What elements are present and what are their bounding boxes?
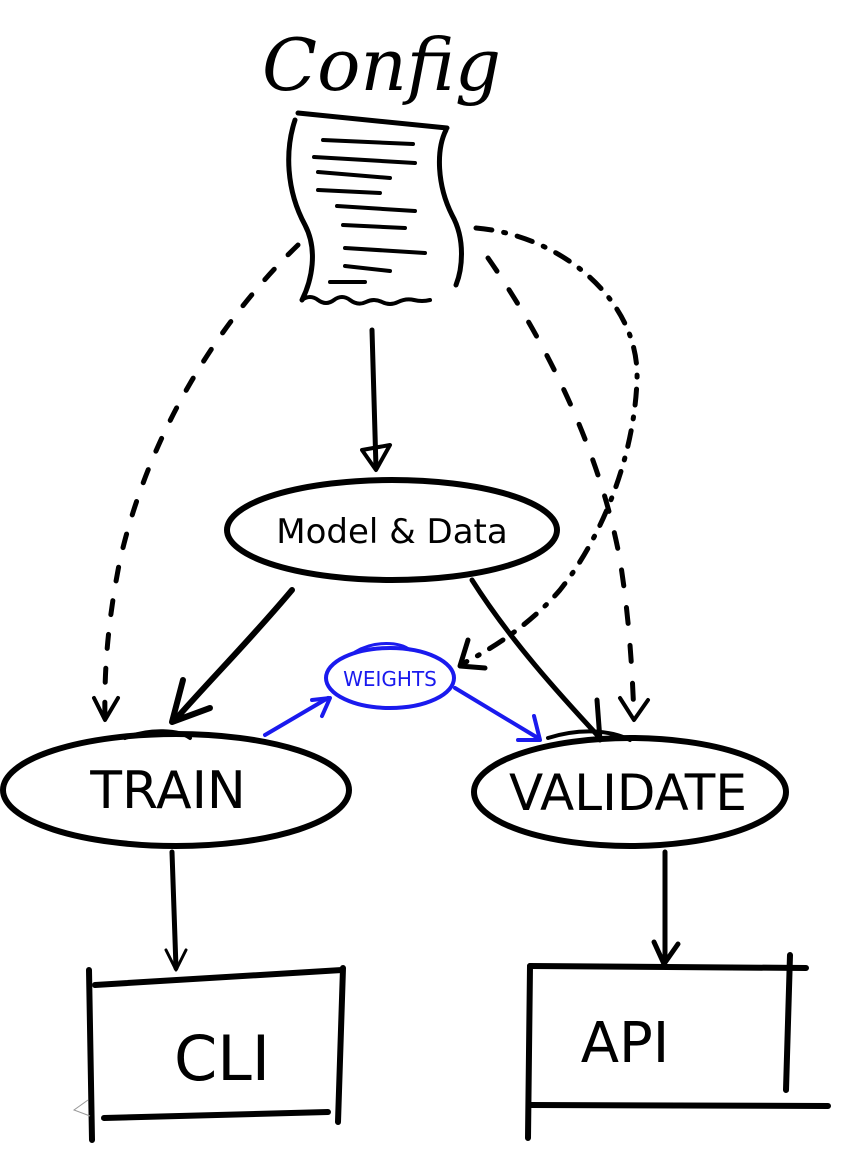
edge-weights-to-validate (453, 686, 542, 742)
weights-node[interactable]: WEIGHTS (324, 642, 456, 710)
edge-config-to-validate (485, 255, 650, 722)
edge-config-to-weights (457, 225, 640, 671)
cli-label: CLI (174, 1022, 270, 1095)
validate-node[interactable]: VALIDATE (471, 729, 789, 849)
edge-validate-to-api (651, 849, 681, 967)
edge-config-to-train (92, 242, 301, 722)
api-label: API (581, 1011, 670, 1076)
cli-node[interactable]: CLI (72, 965, 346, 1143)
model-data-label: Model & Data (276, 512, 507, 552)
train-node[interactable]: TRAIN (0, 729, 352, 849)
edge-train-to-weights (263, 696, 332, 737)
api-node[interactable]: API (525, 952, 831, 1141)
weights-label: WEIGHTS (343, 667, 437, 691)
edge-model-data-to-train (169, 587, 295, 725)
validate-label: VALIDATE (509, 764, 747, 822)
config-document-node[interactable] (286, 110, 464, 306)
config-title: Config (262, 23, 501, 107)
document-lines-icon (312, 138, 427, 284)
edge-config-to-model-data (360, 327, 392, 472)
train-label: TRAIN (89, 761, 246, 821)
model-data-node[interactable]: Model & Data (224, 477, 560, 583)
edge-train-to-cli (164, 849, 188, 972)
